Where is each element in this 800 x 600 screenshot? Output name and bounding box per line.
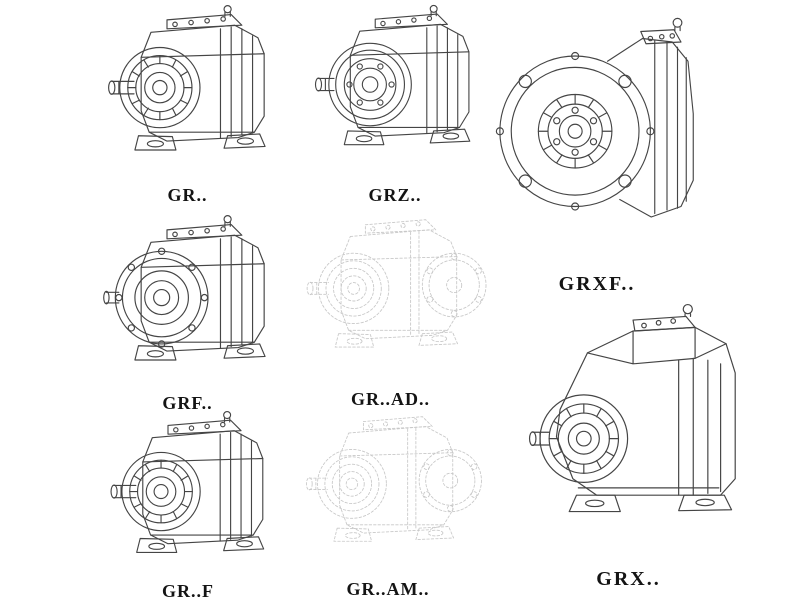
gearbox-lineart-ghost: [306, 417, 481, 542]
figure-label-grx: GRX..: [596, 568, 661, 590]
figure-label-grf: GRF..: [162, 393, 213, 413]
figure-grf: GRF..: [85, 212, 290, 414]
gearbox-lineart-ghost: [307, 220, 486, 347]
gear-reducer-grxf-drawing: [492, 0, 702, 245]
figure-label-gr-am: GR..AM..: [346, 579, 430, 599]
figure-grz: GRZ..: [296, 2, 494, 206]
gear-reducer-gr-drawing: [85, 2, 290, 167]
gear-reducer-grz-drawing: [296, 2, 494, 161]
figure-label-gr-ad: GR..AD..: [351, 389, 430, 409]
gearbox-lineart: [109, 6, 265, 150]
figure-gr-am: GR..AM..: [288, 405, 488, 600]
gearbox-lineart: [496, 18, 693, 217]
figure-label-gr: GR..: [167, 185, 208, 205]
gear-reducer-grf-drawing: [85, 212, 290, 377]
gear-reducer-grx-drawing: [496, 300, 761, 528]
gear-reducer-gr-f-drawing: [88, 408, 288, 569]
figure-label-gr-f: GR..F: [162, 581, 214, 600]
figure-label-grz: GRZ..: [368, 185, 422, 205]
figure-gr: GR..: [85, 2, 290, 206]
gear-reducer-gr-am-drawing: [288, 405, 488, 557]
figure-grx: GRX..: [496, 300, 761, 591]
figure-gr-f: GR..F: [88, 408, 288, 600]
gearbox-lineart: [530, 305, 736, 512]
gearbox-lineart: [111, 412, 264, 553]
figure-gr-ad: GR..AD..: [288, 208, 493, 410]
figure-label-grxf: GRXF..: [558, 273, 636, 295]
gear-reducer-gr-ad-drawing: [288, 208, 493, 363]
figure-grxf: GRXF..: [492, 0, 702, 296]
gearbox-lineart: [104, 216, 265, 360]
gearbox-lineart: [316, 5, 470, 144]
